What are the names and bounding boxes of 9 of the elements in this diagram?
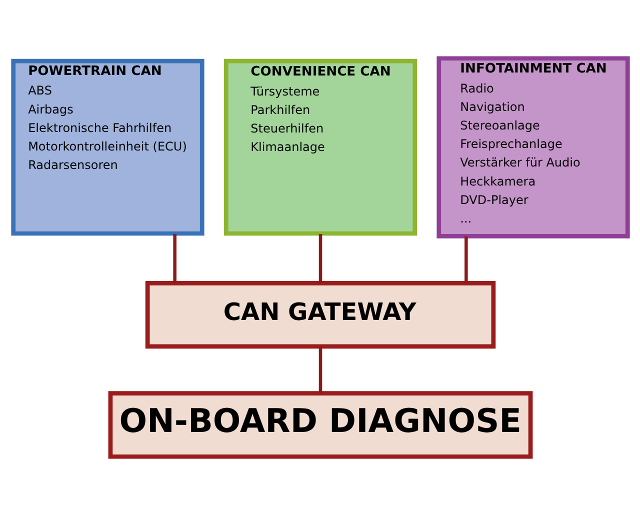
connector xyxy=(172,233,176,283)
node-box: CAN GATEWAY xyxy=(144,280,496,348)
connector xyxy=(318,346,322,393)
node-box: ON-BOARD DIAGNOSE xyxy=(108,390,532,458)
node-box: POWERTRAIN CAN ABS Airbags Elektronische Fahrhilfen Motorkontrolleinheit (ECU) Radarsensoren xyxy=(10,58,204,236)
node-box: INFOTAINMENT CAN Radio Navigation Stereoanlage Freisprechanlage Verstärker für Audio Heckkamera DVD-Player ... xyxy=(436,56,630,238)
connector xyxy=(464,236,468,283)
node-box: CONVENIENCE CAN Türsysteme Parkhilfen Steuerhilfen Klimaanlage xyxy=(223,58,417,236)
connector xyxy=(318,233,322,283)
